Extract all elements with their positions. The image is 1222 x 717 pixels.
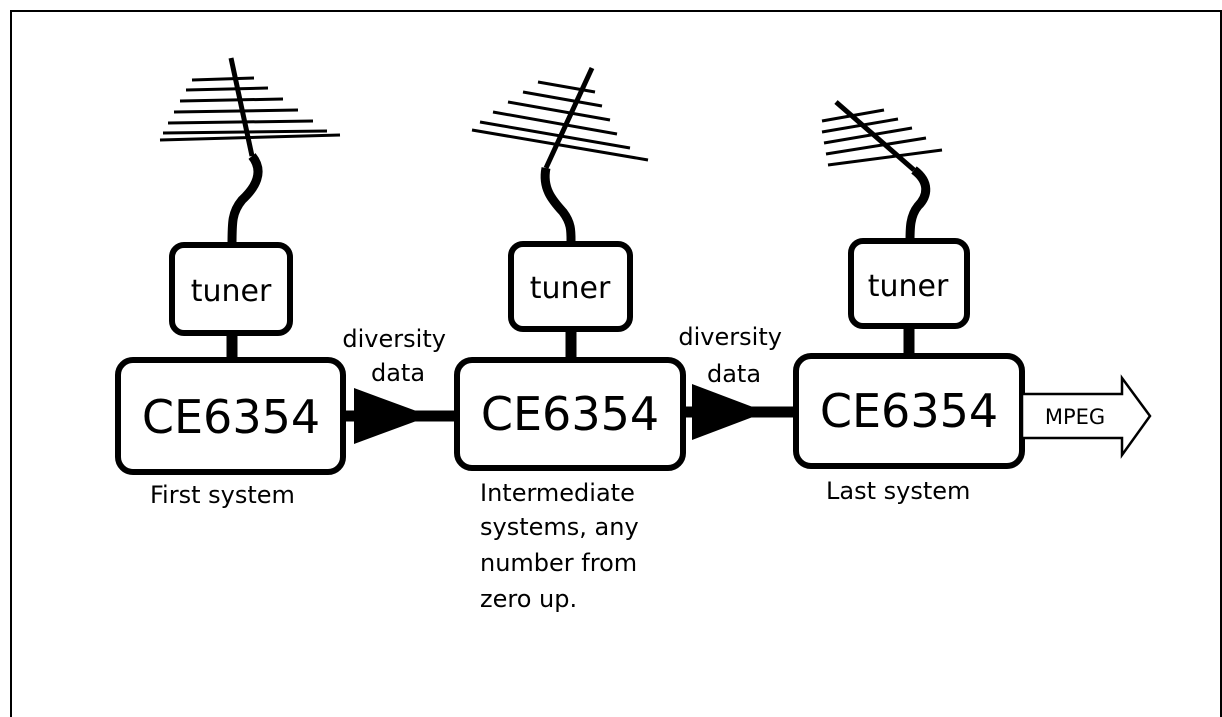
- diversity-link: diversity data: [678, 323, 795, 440]
- output-arrow-icon: [1020, 374, 1152, 459]
- chip-label: CE6354: [142, 390, 320, 444]
- mpeg-label: MPEG: [1045, 405, 1105, 429]
- link-label-line: diversity: [342, 325, 446, 353]
- arrow-icon: [354, 388, 430, 444]
- link-label-line: diversity: [678, 323, 782, 351]
- tuner-label: tuner: [191, 274, 272, 309]
- antenna-icon: [159, 57, 341, 246]
- chip-label: CE6354: [820, 384, 998, 438]
- chip-label: CE6354: [481, 387, 659, 441]
- antenna-icon: [471, 66, 649, 246]
- tuner-label: tuner: [530, 271, 611, 306]
- arrow-icon: [692, 384, 766, 440]
- caption-line: number from: [480, 549, 637, 577]
- system-first: tuner CE6354 First system: [115, 57, 346, 509]
- caption-line: systems, any: [480, 513, 639, 541]
- caption-line: First system: [150, 481, 295, 509]
- tuner-box: [508, 241, 633, 332]
- diversity-link: diversity data: [342, 325, 458, 444]
- diagram-frame: [10, 10, 1222, 717]
- tuner-box: [848, 238, 970, 329]
- caption-line: zero up.: [480, 585, 577, 613]
- system-caption: First system: [150, 481, 295, 509]
- system-intermediate: tuner CE6354 Intermediate systems, any n…: [454, 66, 686, 613]
- tuner-box: [169, 242, 293, 336]
- mpeg-output: MPEG: [1020, 374, 1152, 459]
- caption-line: Intermediate: [480, 479, 635, 507]
- antenna-icon: [821, 100, 943, 243]
- diversity-label: diversity data: [678, 323, 789, 388]
- diversity-label: diversity data: [342, 325, 453, 387]
- system-caption: Intermediate systems, any number from ze…: [480, 479, 646, 613]
- system-last: tuner CE6354 Last system: [793, 100, 1025, 505]
- link-label-line: data: [707, 360, 761, 388]
- system-caption: Last system: [826, 477, 970, 505]
- link-label-line: data: [371, 359, 425, 387]
- tuner-label: tuner: [868, 269, 949, 304]
- caption-line: Last system: [826, 477, 970, 505]
